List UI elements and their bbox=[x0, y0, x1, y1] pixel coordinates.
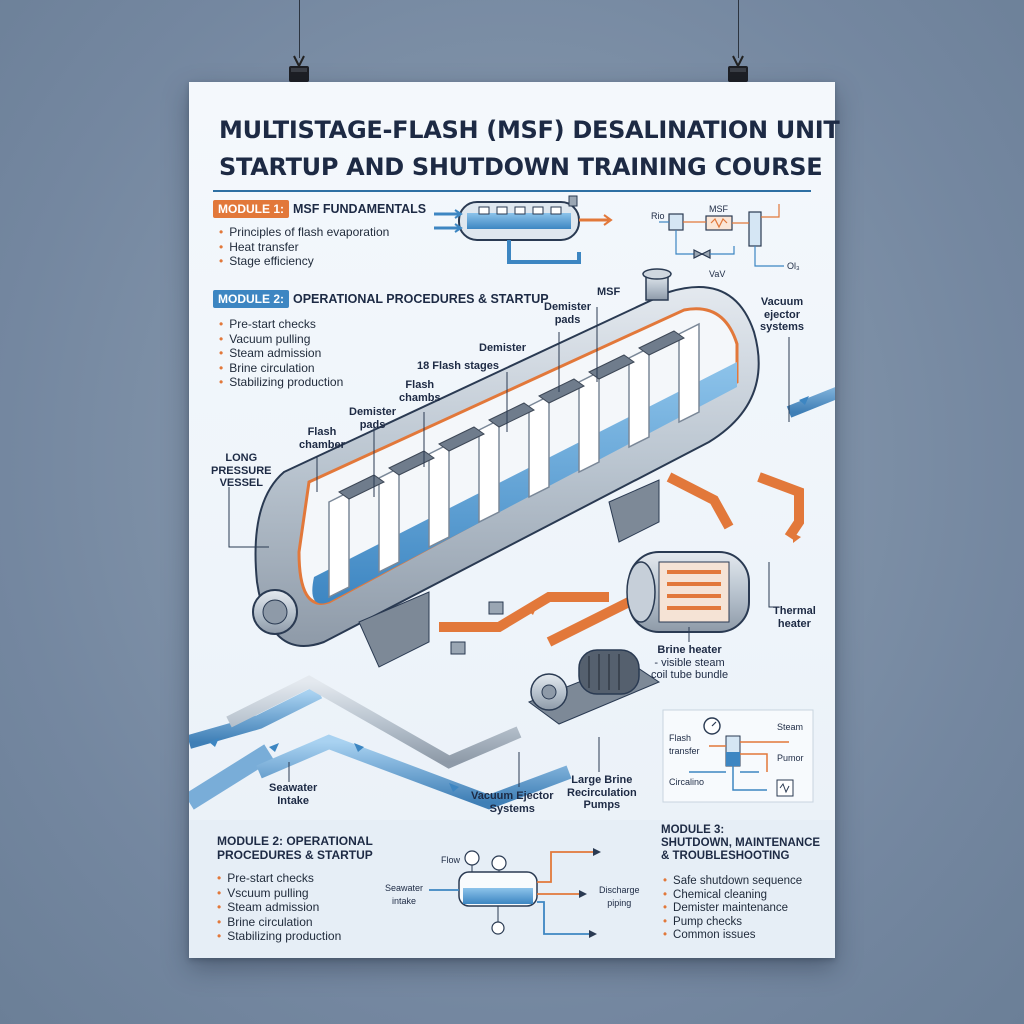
schematic-label-msf: MSF bbox=[709, 204, 728, 214]
bottom-label-flow: Flow bbox=[441, 855, 461, 865]
module1-heading: MODULE 1: MSF FUNDAMENTALS bbox=[213, 200, 426, 218]
mini-flash-schematic-panel bbox=[662, 709, 814, 803]
module1-list: Principles of flash evaporation Heat tra… bbox=[219, 225, 389, 269]
mini-label-pumor: Pumor bbox=[777, 753, 804, 763]
gauge-icon bbox=[491, 855, 507, 871]
label-demister: Demister bbox=[479, 342, 527, 354]
list-item: Steam admission bbox=[217, 900, 341, 915]
poster-title-line2: STARTUP AND SHUTDOWN TRAINING COURSE bbox=[219, 153, 823, 181]
poster-title: MULTISTAGE-FLASH (MSF) DESALINATION UNIT… bbox=[219, 112, 840, 186]
module1-vessel-schematic bbox=[434, 195, 613, 264]
bottom-process-schematic bbox=[429, 848, 601, 938]
list-item: Pump checks bbox=[663, 916, 802, 930]
list-item: Stabilizing production bbox=[217, 929, 341, 944]
top-right-process-schematic bbox=[659, 204, 784, 267]
poster-title-line1: MULTISTAGE-FLASH (MSF) DESALINATION UNIT bbox=[219, 116, 840, 144]
valve-icon bbox=[450, 601, 504, 655]
list-item: Brine circulation bbox=[217, 915, 341, 930]
list-item: Stabilizing production bbox=[219, 375, 343, 390]
module2-list: Pre-start checks Vacuum pulling Steam ad… bbox=[219, 317, 343, 390]
list-item: Brine circulation bbox=[219, 361, 343, 376]
list-item: Heat transfer bbox=[219, 240, 389, 255]
module2-title: OPERATIONAL PROCEDURES & STARTUP bbox=[293, 292, 549, 306]
schematic-label-vav: VaV bbox=[709, 269, 726, 279]
binder-clip-icon bbox=[728, 55, 748, 82]
msf-unit-diagram bbox=[189, 195, 835, 938]
module3-heading: MODULE 3:SHUTDOWN, MAINTENANCE& TROUBLES… bbox=[661, 824, 821, 862]
list-item: Pre-start checks bbox=[219, 317, 343, 332]
hanging-string-left bbox=[299, 0, 300, 58]
label-msf: MSF bbox=[597, 286, 621, 298]
list-item: Chemical cleaning bbox=[663, 889, 802, 903]
list-item: Vacuum pulling bbox=[219, 332, 343, 347]
list-item: Steam admission bbox=[219, 346, 343, 361]
module3-list: Safe shutdown sequence Chemical cleaning… bbox=[663, 875, 802, 943]
module1-badge: MODULE 1: bbox=[213, 200, 289, 218]
label-leader-lines bbox=[228, 307, 790, 787]
title-divider bbox=[213, 190, 811, 192]
module2-badge: MODULE 2: bbox=[213, 290, 289, 308]
list-item: Common issues bbox=[663, 929, 802, 943]
schematic-label-rio: Rio bbox=[651, 211, 665, 221]
pump-motor-icon bbox=[527, 649, 661, 725]
module1-title: MSF FUNDAMENTALS bbox=[293, 202, 427, 216]
list-item: Stage efficiency bbox=[219, 254, 389, 269]
list-item: Pre-start checks bbox=[217, 871, 341, 886]
mini-label-circalino: Circalino bbox=[669, 777, 705, 787]
list-item: Safe shutdown sequence bbox=[663, 875, 802, 889]
valve-icon bbox=[491, 921, 505, 935]
module2-heading: MODULE 2: OPERATIONAL PROCEDURES & STARTU… bbox=[213, 290, 549, 308]
gauge-icon bbox=[464, 850, 480, 866]
mini-label-steam: Steam bbox=[777, 722, 804, 732]
label-18-flash-stages: 18 Flash stages bbox=[417, 360, 499, 372]
hanging-string-right bbox=[738, 0, 739, 58]
long-pressure-vessel bbox=[252, 268, 760, 668]
list-item: Vscuum pulling bbox=[217, 886, 341, 901]
training-poster: MULTISTAGE-FLASH (MSF) DESALINATION UNIT… bbox=[189, 82, 840, 958]
brine-heater bbox=[626, 551, 750, 633]
binder-clip-icon bbox=[289, 55, 309, 82]
module2-bottom-list: Pre-start checks Vscuum pulling Steam ad… bbox=[217, 871, 341, 944]
flow-arrows bbox=[209, 396, 809, 792]
schematic-label-ol: Ol₃ bbox=[787, 261, 800, 271]
list-item: Demister maintenance bbox=[663, 902, 802, 916]
list-item: Principles of flash evaporation bbox=[219, 225, 389, 240]
